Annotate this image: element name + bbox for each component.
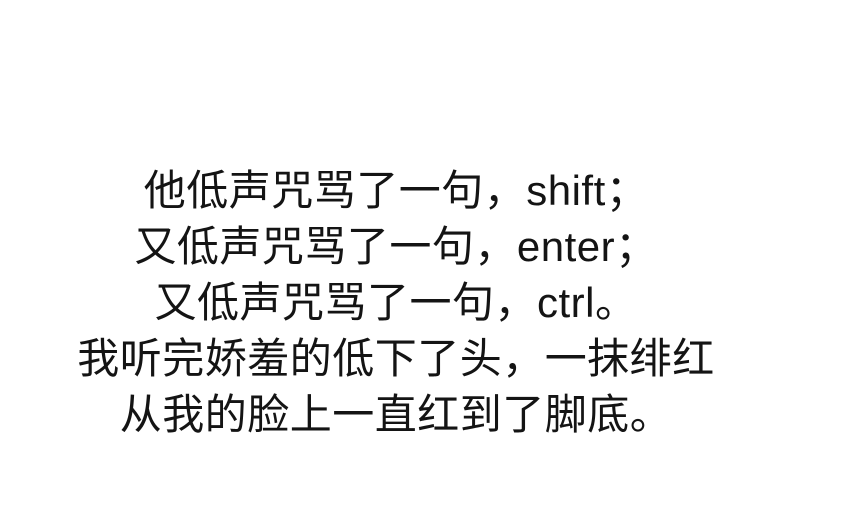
text-line-3: 又低声咒骂了一句，ctrl。 xyxy=(154,279,638,326)
text-line-5: 从我的脸上一直红到了脚底。 xyxy=(119,391,673,438)
meme-text-block: 他低声咒骂了一句，shift； 又低声咒骂了一句，enter； 又低声咒骂了一句… xyxy=(0,163,792,443)
text-line-2: 又低声咒骂了一句，enter； xyxy=(134,223,658,270)
text-line-1: 他低声咒骂了一句，shift； xyxy=(143,167,649,214)
text-line-4: 我听完娇羞的低下了头，一抹绯红 xyxy=(77,335,715,382)
